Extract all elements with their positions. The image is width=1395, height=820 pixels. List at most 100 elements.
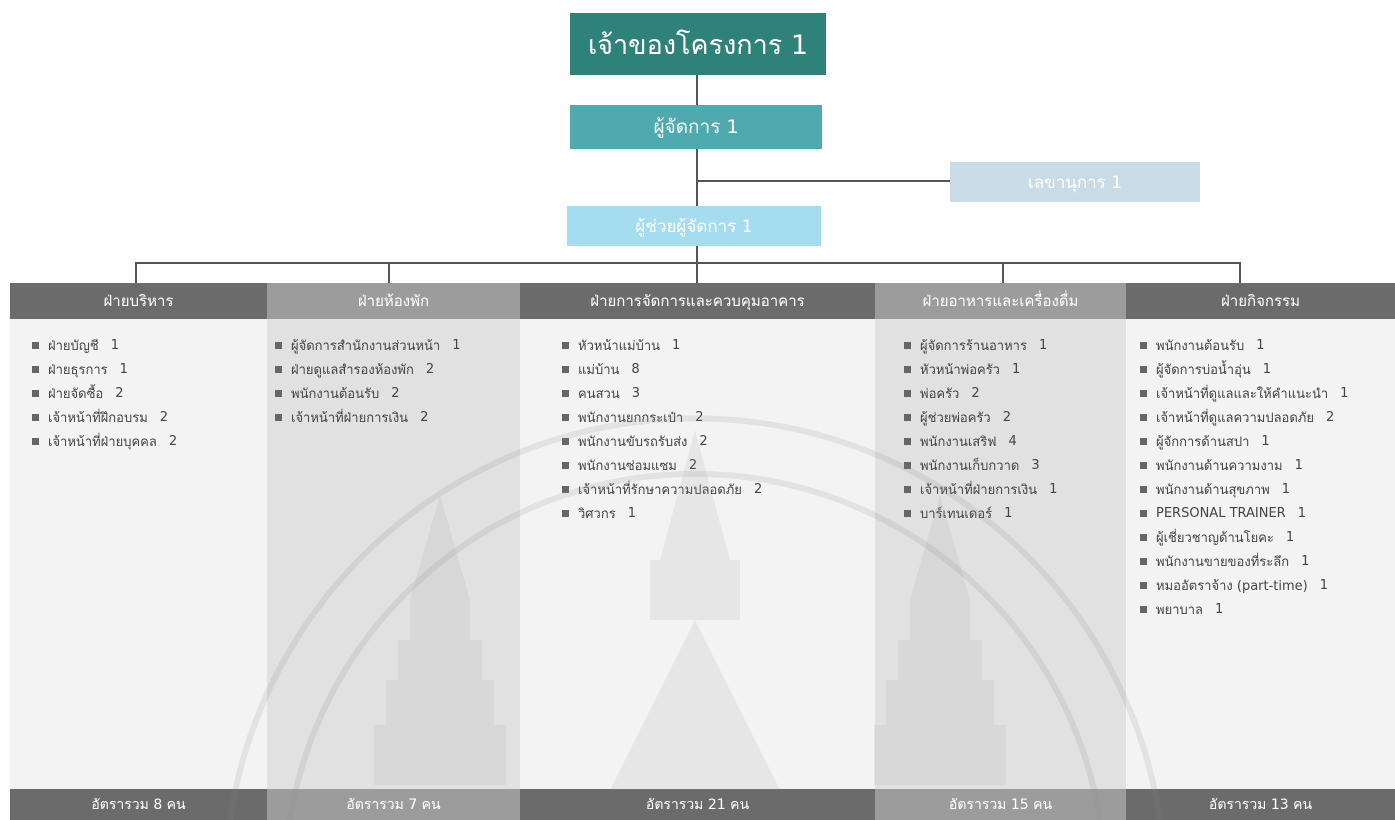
item-count: 2 [1002,409,1011,425]
item-label: พนักงานขับรถรับส่ง [578,434,688,450]
bullet-icon [32,413,39,421]
list-item: เจ้าหน้าที่ฝ่ายบุคคล 2 [32,429,177,453]
item-label: พนักงานขายของที่ระลึก [1156,554,1290,570]
bullet-icon [32,389,39,397]
bullet-icon [562,365,569,373]
item-label: เจ้าหน้าที่ดูแลความปลอดภัย [1156,410,1314,426]
item-label: พนักงานเสริฟ [920,434,997,450]
item-label: เจ้าหน้าที่ฝ่ายการเงิน [920,482,1038,498]
bullet-icon [275,341,282,349]
item-label: เจ้าหน้าที่ฝึกอบรม [48,410,148,426]
connector-dept-5 [1239,262,1241,283]
item-label: เจ้าหน้าที่ฝ่ายบุคคล [48,434,157,450]
item-label: หัวหน้าพ่อครัว [920,362,1000,378]
item-count: 1 [1049,481,1058,497]
project-owner-box: เจ้าของโครงการ 1 [570,13,826,75]
assistant-manager-box: ผู้ช่วยผู้จัดการ 1 [567,206,821,246]
item-label: พนักงานซ่อมแซม [578,458,677,474]
item-count: 2 [420,409,429,425]
item-count: 1 [1004,505,1013,521]
bullet-icon [562,389,569,397]
connector-to-secretary [697,180,950,182]
list-item: พนักงานขับรถรับส่ง 2 [562,429,762,453]
item-label: พยาบาล [1156,602,1204,618]
item-label: ผู้ช่วยพ่อครัว [920,410,991,426]
item-label: ผู้จัดการบ่อน้ำอุ่น [1156,362,1251,378]
bullet-icon [562,485,569,493]
bullet-icon [562,461,569,469]
dept-header-food-beverage: ฝ่ายอาหารและเครื่องดื่ม [875,283,1126,319]
bullet-icon [904,341,911,349]
item-label: แม่บ้าน [578,362,620,378]
dept-footer-rooms: อัตรารวม 7 คน [267,789,520,820]
item-label: หัวหน้าแม่บ้าน [578,338,661,354]
bullet-icon [904,485,911,493]
list-item: ผู้จัดการบ่อน้ำอุ่น 1 [1140,357,1348,381]
bullet-icon [32,365,39,373]
item-label: เจ้าหน้าที่ฝ่ายการเงิน [291,410,409,426]
item-count: 1 [1256,337,1265,353]
manager-box: ผู้จัดการ 1 [570,105,822,149]
dept-footer-administration: อัตรารวม 8 คน [10,789,267,820]
connector-dept-1 [135,262,137,283]
bullet-icon [1140,533,1147,541]
item-label: พนักงานด้านสุขภาพ [1156,482,1270,498]
item-count: 1 [1261,433,1270,449]
bullet-icon [562,509,569,517]
list-item: พยาบาล 1 [1140,597,1348,621]
bullet-icon [275,365,282,373]
dept-footer-activities: อัตรารวม 13 คน [1126,789,1395,820]
item-label: คนสวน [578,386,620,402]
item-count: 1 [1038,337,1048,353]
item-count: 2 [699,433,708,449]
item-count: 1 [1262,361,1272,377]
bullet-icon [904,437,911,445]
dept-header-building: ฝ่ายการจัดการและควบคุมอาคาร [520,283,875,319]
item-count: 2 [425,361,435,377]
bullet-icon [1140,341,1147,349]
bullet-icon [904,365,911,373]
item-count: 2 [695,409,704,425]
item-label: ฝ่ายธุรการ [48,362,108,378]
bullet-icon [1140,365,1147,373]
item-count: 1 [110,337,119,353]
item-count: 2 [168,433,178,449]
item-count: 2 [1326,409,1335,425]
dept-footer-building: อัตรารวม 21 คน [520,789,875,820]
list-item: ฝ่ายบัญชี1 [32,333,177,357]
bullet-icon [1140,437,1147,445]
connector-dept-3 [696,262,698,283]
connector-assistant-bus [696,246,698,263]
item-count: 1 [1215,601,1224,617]
item-label: ผู้เชี่ยวชาญด้านโยคะ [1156,530,1274,546]
bullet-icon [1140,413,1147,421]
item-label: ผู้จัดการร้านอาหาร [920,338,1027,354]
bullet-icon [562,413,569,421]
connector-owner-manager [696,75,698,105]
secretary-box: เลขานุการ 1 [950,162,1200,202]
item-count: 1 [1319,577,1329,593]
